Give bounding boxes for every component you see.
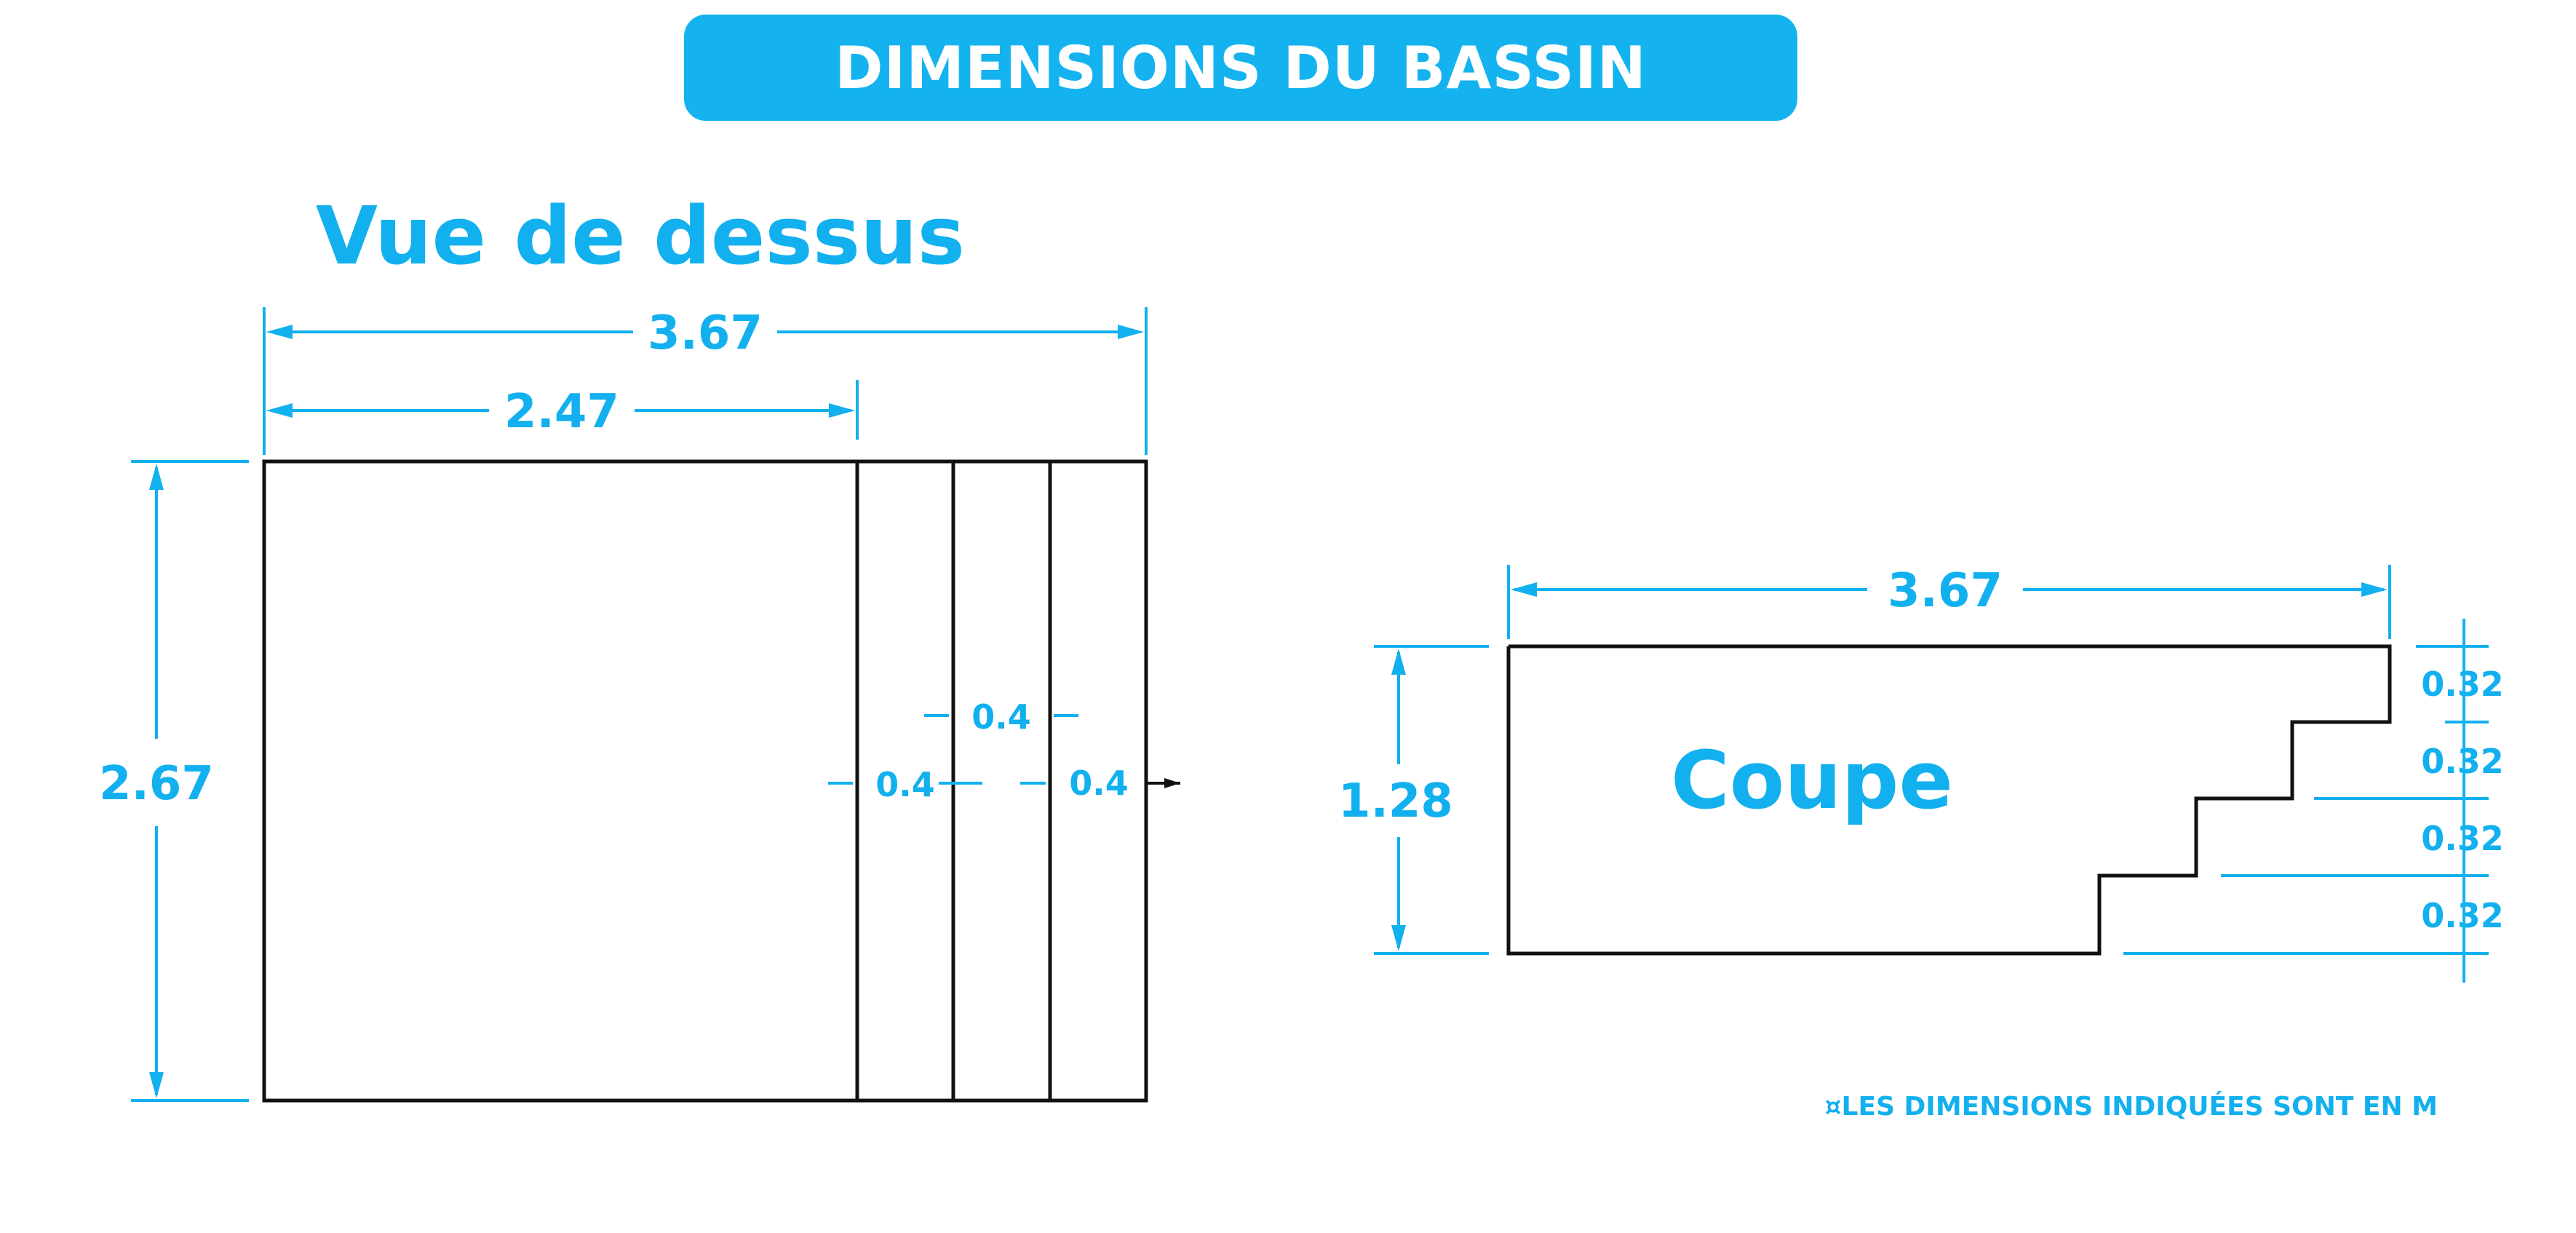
dimension-label: 2.47 [504, 385, 619, 439]
dimension-label: 2.67 [99, 757, 214, 811]
top-view-label: Vue de dessus [316, 189, 965, 282]
dimension-step-heights: 0.32 0.32 0.32 0.32 [2123, 619, 2504, 983]
units-footnote: ¤LES DIMENSIONS INDIQUÉES SONT EN M [1825, 1091, 2438, 1122]
section-view: Coupe 3.67 1.28 [1338, 564, 2504, 1122]
page-title: DIMENSIONS DU BASSIN [835, 33, 1647, 102]
dimension-total-length: 3.67 [266, 306, 1144, 360]
dimension-label: 0.32 [2421, 665, 2504, 704]
dimension-step-tread-2: 0.4 [924, 697, 1078, 737]
dimension-label: 3.67 [1888, 564, 2003, 618]
dimension-step-tread-1: 0.4 [828, 765, 982, 804]
basin-outline [262, 459, 1148, 1103]
dimension-basin-length: 2.47 [266, 385, 855, 439]
title-banner: DIMENSIONS DU BASSIN [684, 15, 1797, 121]
dimension-width: 2.67 [99, 460, 249, 1102]
dimension-label: 0.32 [2421, 819, 2504, 858]
dimension-section-length: 3.67 [1511, 564, 2388, 618]
dimension-label: 1.28 [1338, 774, 1453, 828]
dimension-label: 0.32 [2421, 896, 2504, 935]
dimension-label: 3.67 [648, 306, 763, 360]
dimension-label: 0.4 [971, 697, 1031, 737]
dimension-label: 0.32 [2421, 742, 2504, 781]
dimension-label: 0.4 [1069, 764, 1129, 803]
section-view-label: Coupe [1671, 734, 1953, 827]
dimension-section-depth: 1.28 [1338, 645, 1489, 955]
dimension-step-tread-3: 0.4 [1020, 764, 1180, 803]
top-view: Vue de dessus 3.67 2.47 [99, 189, 1180, 1103]
section-outline [1506, 644, 2392, 956]
dimension-label: 0.4 [875, 765, 935, 804]
